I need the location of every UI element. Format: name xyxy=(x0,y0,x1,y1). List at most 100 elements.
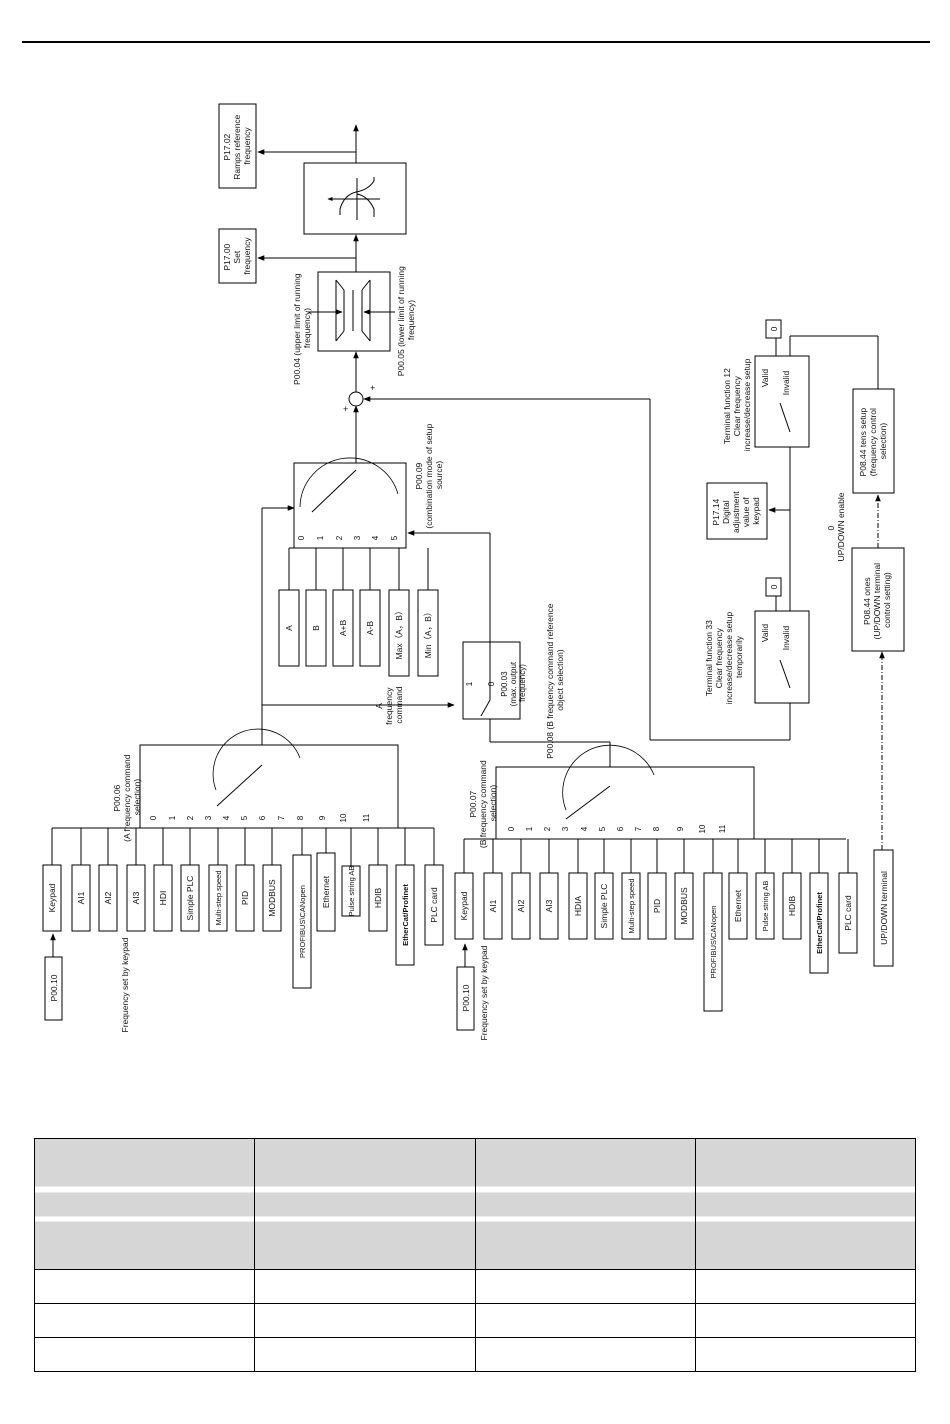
input-label-plc-card: PLC card xyxy=(843,895,853,931)
p0004-label: P00.04 (upper limit of running frequency… xyxy=(292,271,312,385)
table-header-cell xyxy=(474,1138,696,1270)
table-cell xyxy=(474,1337,696,1372)
table-cell xyxy=(694,1269,917,1304)
input-label-ai3: AI3 xyxy=(544,899,554,912)
table-cell xyxy=(474,1303,696,1338)
input-label-profibus-canopen: PROFIBUS\CANopen xyxy=(709,906,718,979)
combo-box-a xyxy=(278,589,300,667)
zero-1-label: 0 xyxy=(769,584,779,589)
input-label-ethernet: Ethernet xyxy=(321,875,331,908)
channel-number: 8 xyxy=(652,826,661,831)
p1714-box xyxy=(706,482,768,540)
combo-number: 0 xyxy=(297,535,306,540)
sw-zero-label: 0 xyxy=(486,681,496,686)
input-box-modbus xyxy=(262,864,282,932)
combo-number: 4 xyxy=(371,535,380,540)
input-label-hdia: HDIA xyxy=(573,896,583,917)
input-box-simple-plc xyxy=(180,864,200,932)
p1714-label: P17.14 Digital adjustment value of keypa… xyxy=(711,489,761,533)
table-cell xyxy=(474,1269,696,1304)
table-header-cell xyxy=(254,1138,476,1270)
input-label-ai1: AI1 xyxy=(488,899,498,912)
table-cell xyxy=(33,1269,256,1304)
summing-junction xyxy=(348,391,364,407)
sw-one-label: 1 xyxy=(464,681,474,686)
channel-number: 5 xyxy=(598,826,607,831)
table-cell xyxy=(33,1303,256,1338)
input-box-ai1 xyxy=(71,864,91,932)
freq-keypad-b-label: Frequency set by keypad xyxy=(479,945,489,1040)
input-box-ai2 xyxy=(511,872,531,940)
valid-1-label: Valid xyxy=(760,624,770,643)
table-row xyxy=(33,1337,917,1372)
input-label-pid: PID xyxy=(240,891,250,905)
combo-number: 5 xyxy=(390,535,399,540)
p0010-a-label: P00.10 xyxy=(49,974,59,1001)
p0844-ones-label: P08.44 ones (UP/DOWN terminal control se… xyxy=(862,561,892,640)
p0006-label: P00.06 (A frequency command selection) xyxy=(112,752,142,842)
input-box-profibus-canopen xyxy=(703,872,723,1012)
input-box-hdi xyxy=(153,864,173,932)
p0005-label: P00.05 (lower limit of running frequency… xyxy=(396,264,416,376)
input-label-profibus-canopen: PROFIBUS\CANopen xyxy=(298,885,307,958)
channel-number: 7 xyxy=(277,815,286,820)
table-cell xyxy=(254,1303,476,1338)
b-reference-object-switch: 1 0 P00.03 (max. output frequency) P00.0… xyxy=(374,530,565,759)
channel-number: 0 xyxy=(507,826,516,831)
input-box-ethercat-profinet xyxy=(395,864,415,966)
combo-number: 1 xyxy=(316,535,325,540)
input-label-modbus: MODBUS xyxy=(267,879,277,917)
output-chain: + + P00.04 (upper limit of running frequ… xyxy=(218,103,416,414)
combo-label: B xyxy=(311,625,321,631)
channel-number: 6 xyxy=(258,815,267,820)
combo-label: A+B xyxy=(338,620,348,637)
channel-number: 4 xyxy=(222,815,231,820)
channel-number: 1 xyxy=(525,826,534,831)
input-label-ethercat-profinet: EtherCat/Profinet xyxy=(401,884,410,946)
p1700-label: P17.00 Set frequency xyxy=(222,237,252,275)
input-box-hdib xyxy=(782,872,802,940)
input-box-modbus xyxy=(674,872,694,940)
input-box-pid xyxy=(647,872,667,940)
updown-logic: Valid Invalid 0 Terminal function 33 Cle… xyxy=(363,319,905,967)
input-label-multi-step-speed: Multi-step speed xyxy=(214,870,223,925)
channel-number: 11 xyxy=(362,813,371,822)
input-label-ai3: AI3 xyxy=(131,891,141,904)
plus-1-label: + xyxy=(343,404,348,414)
tf33-label: Terminal function 33 Clear frequency inc… xyxy=(704,610,744,705)
p0003-box xyxy=(462,641,521,720)
combo-number: 3 xyxy=(353,535,362,540)
channel-number: 2 xyxy=(186,815,195,820)
p0007-selector-box xyxy=(495,766,755,840)
input-label-hdib: HDIB xyxy=(373,888,383,909)
input-label-modbus: MODBUS xyxy=(679,887,689,925)
input-label-hdib: HDIB xyxy=(787,896,797,917)
p0006-selector-box xyxy=(139,744,399,829)
freq-keypad-a-label: Frequency set by keypad xyxy=(120,937,130,1032)
combo-box-b xyxy=(305,589,327,667)
table-row xyxy=(33,1269,917,1304)
input-label-simple-plc: Simple PLC xyxy=(599,884,609,929)
p0008-label: P00.08 (B frequency command reference ob… xyxy=(545,601,565,759)
table-header-cell xyxy=(694,1138,917,1270)
input-label-ethercat-profinet: EtherCat/Profinet xyxy=(815,892,824,954)
input-label-hdi: HDI xyxy=(158,891,168,906)
table-cell xyxy=(694,1337,917,1372)
input-box-keypad xyxy=(454,872,474,940)
a-freq-cmd-label: A frequency command xyxy=(374,685,404,725)
channel-number: 7 xyxy=(634,826,643,831)
p1700-box xyxy=(218,228,257,284)
invalid-2-label: Invalid xyxy=(781,370,791,395)
combo-box-a-b xyxy=(332,589,354,667)
input-box-ai2 xyxy=(98,864,118,932)
input-box-ai1 xyxy=(483,872,503,940)
input-box-ai3 xyxy=(539,872,559,940)
table-cell xyxy=(254,1269,476,1304)
updown-terminal-box xyxy=(873,849,894,967)
tf12-label: Terminal function 12 Clear frequency inc… xyxy=(722,358,752,451)
